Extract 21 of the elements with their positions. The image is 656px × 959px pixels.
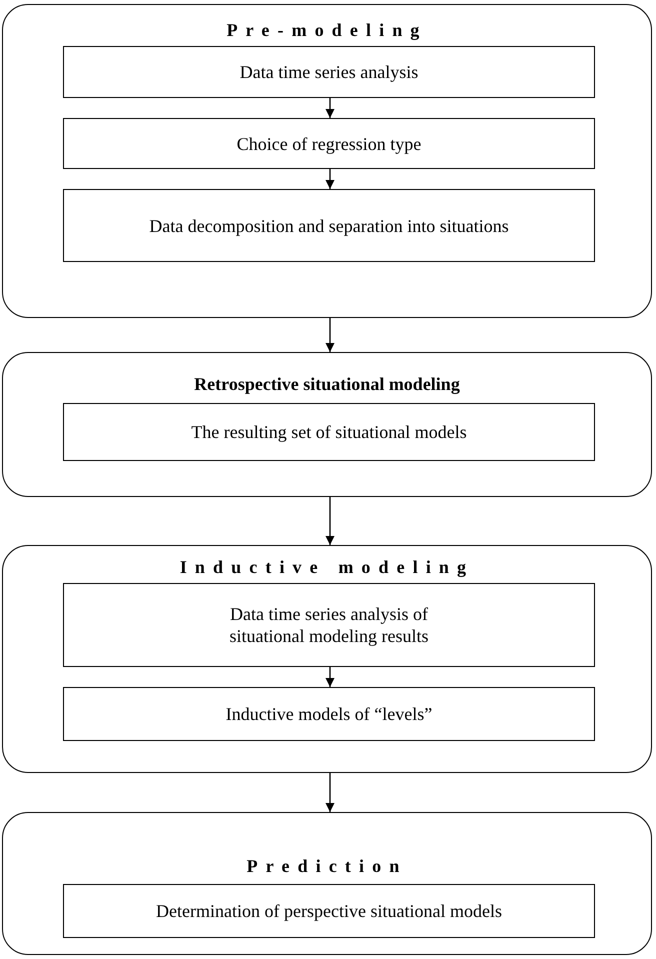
process-box: The resulting set of situational models — [63, 403, 595, 461]
arrow — [326, 497, 334, 545]
arrow — [326, 667, 334, 687]
arrow — [326, 98, 334, 118]
stage-title: Pre-modeling — [226, 19, 428, 41]
process-box: Data decomposition and separation into situations — [63, 189, 595, 262]
arrow — [326, 169, 334, 189]
process-box: Choice of regression type — [63, 118, 595, 169]
stage-title: Inductive modeling — [178, 556, 476, 578]
arrow — [326, 318, 334, 352]
stage-container — [2, 4, 652, 318]
stage-container — [2, 812, 652, 955]
stage-container — [2, 352, 652, 497]
stage-container — [2, 545, 652, 773]
stage-title: Retrospective situational modeling — [193, 373, 461, 395]
stage-title: Prediction — [246, 855, 408, 877]
process-box: Determination of perspective situational models — [63, 884, 595, 938]
arrow — [326, 773, 334, 812]
process-box: Data time series analysis — [63, 46, 595, 98]
process-box: Data time series analysis of situational modeling results — [63, 583, 595, 667]
process-box: Inductive models of “levels” — [63, 687, 595, 741]
